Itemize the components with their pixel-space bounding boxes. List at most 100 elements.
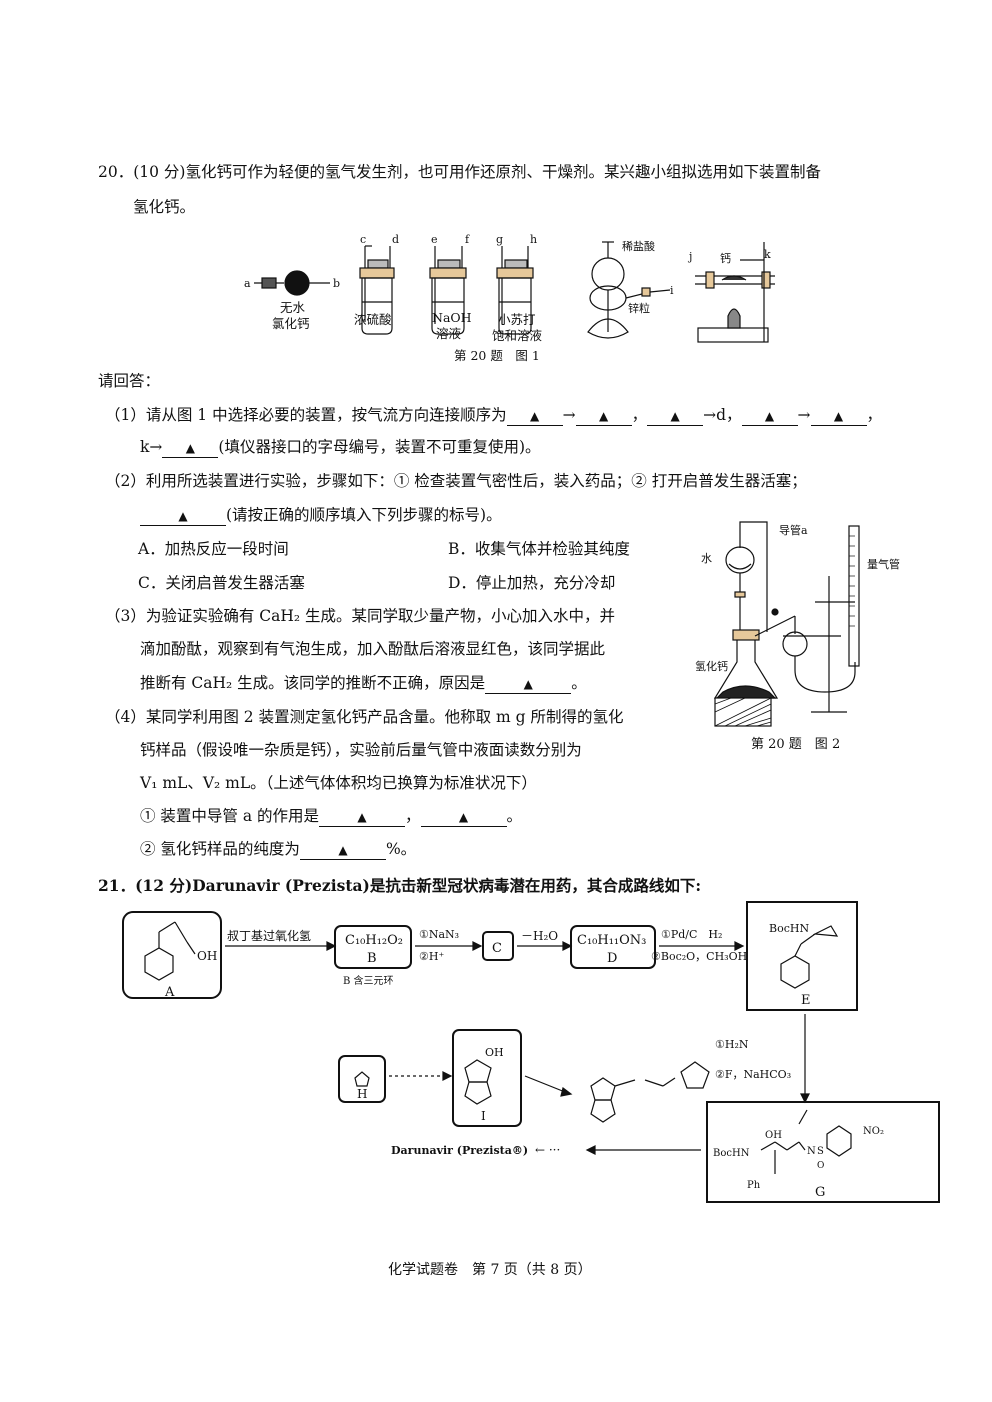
percent: %。 [385, 840, 417, 858]
comma: ， [866, 406, 883, 424]
step5b-label: ②F，NaHCO₃ [715, 1068, 791, 1081]
step4b-label: ②Boc₂O，CH₃OH [651, 950, 747, 963]
option-b: B．收集气体并检验其纯度 [448, 540, 630, 558]
fig2-tube-a-label: 导管a [779, 523, 808, 537]
answer-blank-4[interactable]: ▲ [741, 406, 798, 426]
figure1-caption: 第 20 题 图 1 [454, 348, 540, 363]
fig2-burette-label: 量气管 [867, 557, 900, 571]
option-d: D．停止加热，充分冷却 [448, 574, 616, 592]
label-d: d [392, 233, 399, 246]
D-formula: C₁₀H₁₁ON₃ [577, 933, 646, 948]
final-product-label: Darunavir (Prezista®) [391, 1144, 528, 1157]
C-label: C [492, 941, 502, 956]
q20-part3-line3: 推断有 CaH₂ 生成。该同学的推断不正确，原因是▲。 [140, 674, 587, 694]
step4a-label: ①Pd/C H₂ [661, 928, 722, 941]
G-ph-label: Ph [747, 1180, 761, 1191]
q20-part4-sub1: ① 装置中导管 a 的作用是▲，▲。 [140, 807, 522, 827]
option-c: C．关闭启普发生器活塞 [138, 574, 305, 592]
answer-blank-1[interactable]: ▲ [506, 406, 563, 426]
H-label: H [357, 1087, 367, 1101]
bottle1-label: 浓硫酸 [354, 312, 392, 327]
q21-intro: 21．(12 分)Darunavir (Prezista)是抗击新型冠状病毒潜在… [98, 876, 702, 895]
q20-part4-line1: （4）某同学利用图 2 装置测定氢化钙产品含量。他称取 m g 所制得的氢化 [105, 708, 624, 726]
G-oh-label: OH [765, 1130, 782, 1141]
label-calcium: 钙 [720, 251, 731, 265]
G-o-label: O [817, 1161, 824, 1171]
label-k: k [764, 248, 771, 261]
q20-part4-line2: 钙样品（假设唯一杂质是钙），实验前后量气管中液面读数分别为 [140, 741, 582, 759]
label-b: b [333, 277, 340, 290]
label-zinc: 锌粒 [628, 301, 650, 315]
answer-blank-9[interactable]: ▲ [319, 807, 406, 827]
label-e: e [431, 233, 438, 246]
label-a: a [244, 277, 251, 290]
B-formula: C₁₀H₁₂O₂ [345, 933, 403, 948]
period: 。 [506, 807, 523, 825]
A-label: A [164, 985, 175, 1000]
E-label: E [801, 993, 811, 1008]
answer-blank-10[interactable]: ▲ [420, 807, 507, 827]
G-boc-label: BocHN [713, 1148, 750, 1159]
label-j: j [687, 250, 692, 263]
label-g: g [496, 233, 503, 246]
E-boc-label: BocHN [769, 922, 809, 935]
q20-figure2: 水 导管a 量气管 氢化钙 第 20 题 图 2 [695, 521, 900, 752]
part1-prefix: （1）请从图 1 中选择必要的装置，按气流方向连接顺序为 [105, 406, 507, 424]
figure2-caption: 第 20 题 图 2 [751, 737, 840, 752]
q20-part1-line1: （1）请从图 1 中选择必要的装置，按气流方向连接顺序为▲→▲，▲→d，▲→▲， [105, 406, 882, 426]
answer-blank-8[interactable]: ▲ [485, 674, 572, 694]
option-a: A．加热反应一段时间 [138, 540, 289, 558]
step1-label: 叔丁基过氧化氢 [227, 928, 311, 943]
bottle2-label-1: NaOH [432, 310, 472, 325]
final-arrow: ← ··· [535, 1143, 560, 1157]
step3-label: －H₂O [521, 929, 558, 943]
fig2-water-label: 水 [701, 552, 712, 565]
q20-intro-line2: 氢化钙。 [133, 198, 196, 216]
answer-blank-7[interactable]: ▲ [140, 506, 226, 526]
q20-intro-line1: 20．(10 分)氢化钙可作为轻便的氢气发生剂，也可用作还原剂、干燥剂。某兴趣小… [98, 163, 821, 181]
step5a-label: ①H₂N [715, 1038, 749, 1051]
q20-part2-line1: （2）利用所选装置进行实验，步骤如下：① 检查装置气密性后，装入药品；② 打开启… [105, 472, 807, 490]
answer-blank-6[interactable]: ▲ [162, 438, 219, 458]
q21-synthesis-route: OH A 叔丁基过氧化氢 C₁₀H₁₂O₂ B B 含三元环 ①NaN₃ ②H⁺… [122, 901, 940, 1203]
bottle3-label-1: 小苏打 [498, 312, 536, 327]
part3-text: 推断有 CaH₂ 生成。该同学的推断不正确，原因是 [140, 674, 486, 692]
drying-tube-label-2: 氯化钙 [272, 316, 310, 331]
arrow-d: →d， [703, 406, 742, 424]
q20-part3-line1: （3）为验证实验确有 CaH₂ 生成。某同学取少量产物，小心加入水中，并 [105, 607, 616, 625]
B-note: B 含三元环 [343, 974, 394, 987]
I-oh-label: OH [485, 1046, 504, 1059]
label-hcl: 稀盐酸 [622, 239, 655, 253]
arrow: → [562, 406, 576, 424]
G-n-label: N [807, 1146, 816, 1157]
answer-blank-3[interactable]: ▲ [647, 406, 704, 426]
part1-note: (填仪器接口的字母编号，装置不可重复使用)。 [218, 438, 541, 456]
G-s-label: S [817, 1146, 824, 1157]
q20-prompt: 请回答： [98, 372, 161, 390]
q20-figure1: a b c d e f g h i j k 稀盐酸 锌粒 钙 无水 氯化钙 浓硫… [244, 233, 775, 363]
sub1-text: ① 装置中导管 a 的作用是 [140, 807, 320, 825]
A-oh-label: OH [197, 949, 217, 963]
arrow: → [797, 406, 811, 424]
drying-tube-label-1: 无水 [280, 300, 306, 315]
q20-part2-line2: ▲(请按正确的顺序填入下列步骤的标号)。 [140, 506, 502, 526]
page-footer: 化学试题卷 第 7 页（共 8 页） [388, 1262, 592, 1278]
G-label: G [815, 1185, 825, 1200]
sub2-text: ② 氢化钙样品的纯度为 [140, 840, 300, 858]
answer-blank-11[interactable]: ▲ [299, 840, 386, 860]
q20-part1-line2: k→▲(填仪器接口的字母编号，装置不可重复使用)。 [140, 438, 541, 458]
comma: ， [405, 807, 421, 825]
fig2-cah2-label: 氢化钙 [695, 659, 728, 673]
q20-part4-sub2: ② 氢化钙样品的纯度为▲%。 [140, 840, 416, 860]
part2-note: (请按正确的顺序填入下列步骤的标号)。 [226, 506, 502, 524]
label-c: c [360, 233, 366, 246]
step2a-label: ①NaN₃ [419, 928, 459, 941]
q20-part4-line3: V₁ mL、V₂ mL。（上述气体体积均已换算为标准状况下） [140, 774, 537, 792]
step2b-label: ②H⁺ [419, 950, 444, 963]
bottle2-label-2: 溶液 [436, 326, 462, 341]
I-label: I [481, 1109, 486, 1123]
answer-blank-2[interactable]: ▲ [575, 406, 632, 426]
bottle3-label-2: 饱和溶液 [492, 328, 543, 343]
period: 。 [571, 674, 587, 692]
answer-blank-5[interactable]: ▲ [810, 406, 867, 426]
